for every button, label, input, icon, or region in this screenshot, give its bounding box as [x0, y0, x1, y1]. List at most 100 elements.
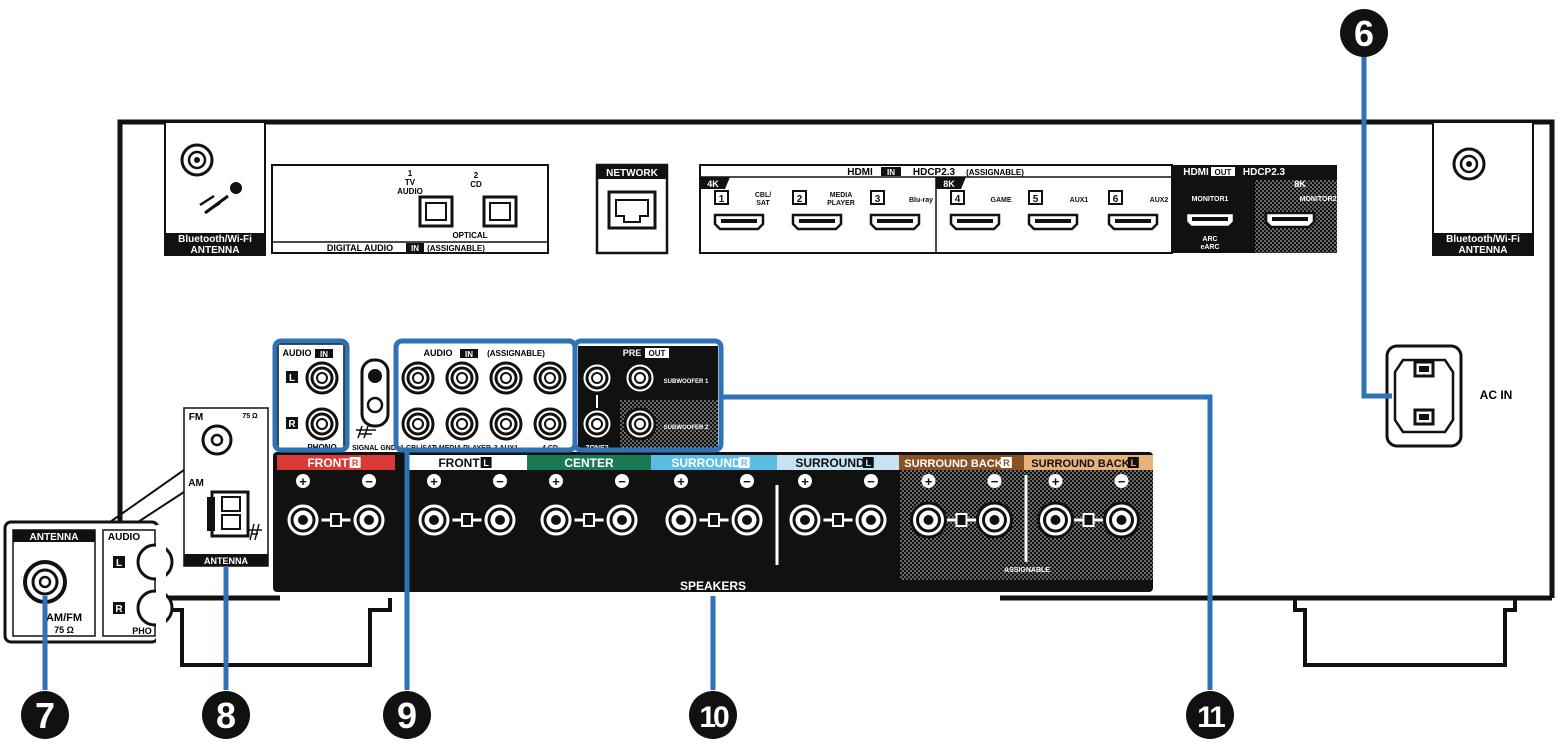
plus-icon: +: [925, 474, 933, 489]
hdmi-in-port-num: 5: [1033, 194, 1039, 205]
hdmi-in-hdcp: HDCP2.3: [913, 167, 956, 178]
speaker-terminal-pair[interactable]: +−: [284, 474, 388, 539]
antenna-arrow-icon: [199, 182, 242, 215]
minus-icon: −: [743, 474, 751, 489]
speaker-section-side: L: [866, 458, 872, 468]
speaker-terminal-pair[interactable]: +−: [415, 474, 519, 539]
hdmi-in-port-label: Blu-ray: [909, 197, 933, 204]
subwoofer-1-jack[interactable]: [623, 361, 657, 395]
speaker-terminal-pair[interactable]: +−: [537, 474, 641, 539]
pre-out-title: PRE: [623, 348, 642, 358]
speaker-section-name: CENTER: [564, 456, 614, 470]
callout-10-num: 10: [699, 701, 729, 734]
network-label: NETWORK: [606, 168, 658, 179]
speaker-terminal-pair[interactable]: +−: [662, 474, 766, 539]
speaker-terminal-pair[interactable]: +−: [1037, 474, 1140, 539]
inset-ohm: 75 Ω: [54, 625, 74, 635]
speaker-section-name: FRONT: [438, 456, 480, 470]
callout-11-num: 11: [1197, 701, 1225, 734]
hdmi-in-port-3[interactable]: 3 Blu-ray: [869, 190, 933, 231]
hdmi-in-port-num: 3: [875, 194, 881, 205]
callout-10: 10: [689, 691, 737, 739]
plus-icon: +: [299, 474, 307, 489]
fm-antenna-jack[interactable]: [201, 424, 233, 456]
callout-6: 6: [1340, 9, 1388, 57]
optical-port-2[interactable]: [482, 195, 518, 228]
phono-in-badge: IN: [320, 350, 328, 359]
bluetooth-antenna-left[interactable]: Bluetooth/Wi-Fi ANTENNA: [164, 121, 266, 256]
phono-r-jack[interactable]: [305, 407, 339, 441]
hdmi-in-section: HDMI IN HDCP2.3 (ASSIGNABLE) 4K 8K: [699, 164, 1173, 254]
right-foot: [1293, 598, 1517, 667]
am-label: AM: [188, 478, 204, 489]
inset-audio-label: AUDIO: [108, 532, 140, 543]
fm-am-antenna: FM 75 Ω AM ANTENNA: [183, 407, 269, 567]
speaker-terminal-pair[interactable]: +−: [910, 474, 1013, 539]
network-port[interactable]: NETWORK: [595, 163, 669, 255]
signal-gnd-terminal[interactable]: SIGNAL GND: [352, 358, 396, 452]
hdmi-out-monitor2: MONITOR2: [1300, 196, 1337, 203]
speaker-section-side: R: [741, 458, 748, 468]
digital-audio-section: 1 TV AUDIO 2 CD OPTICAL DIGITAL AUDIO IN…: [271, 164, 549, 254]
hdmi-out-port-1[interactable]: [1184, 211, 1236, 229]
plus-icon: +: [801, 474, 809, 489]
minus-icon: −: [867, 474, 875, 489]
hdmi-in-port-num: 4: [955, 194, 961, 205]
hdmi-out-earc: eARC: [1200, 244, 1219, 251]
speaker-section-side: R: [1003, 458, 1010, 468]
audio-in-badge: IN: [465, 350, 473, 359]
hdmi-in-port-label: MEDIA: [830, 192, 853, 199]
phono-audio-title: AUDIO: [283, 348, 312, 358]
callout-7-num: 7: [35, 695, 55, 736]
speaker-section-name: SURROUND: [795, 456, 865, 470]
bluetooth-antenna-right[interactable]: Bluetooth/Wi-Fi ANTENNA: [1432, 121, 1534, 256]
minus-icon: −: [365, 474, 373, 489]
subwoofer-1-label: SUBWOOFER 1: [664, 379, 709, 385]
callout-6-num: 6: [1354, 13, 1374, 54]
hdmi-in-port-label: PLAYER: [827, 200, 855, 207]
hdmi-in-port-num: 1: [719, 194, 725, 205]
zone2-r-jack[interactable]: [580, 407, 614, 441]
hdmi-in-port-num: 2: [797, 194, 803, 205]
speaker-terminal-pair[interactable]: +−: [786, 474, 890, 539]
hdmi-out-badge: OUT: [1215, 168, 1232, 177]
bt-antenna-right-label-2: ANTENNA: [1459, 245, 1508, 256]
ac-in-socket[interactable]: AC IN: [1385, 344, 1512, 448]
audio-in-assignable: AUDIO IN (ASSIGNABLE): [424, 348, 546, 359]
optical-port-1[interactable]: [418, 195, 454, 228]
optical-label: OPTICAL: [452, 231, 487, 240]
am-antenna-terminal[interactable]: [207, 490, 250, 538]
inset-antenna-label: ANTENNA: [30, 532, 79, 543]
inset-r: R: [115, 604, 123, 615]
hdmi-in-port-num: 6: [1113, 194, 1119, 205]
digital-audio-title: DIGITAL AUDIO: [327, 243, 393, 253]
speaker-section-side: R: [352, 458, 359, 468]
phono-l-jack[interactable]: [305, 361, 339, 395]
callout-7: 7: [21, 691, 69, 739]
zone2-l-jack[interactable]: [580, 361, 614, 395]
phono-l: L: [289, 373, 295, 384]
minus-icon: −: [618, 474, 626, 489]
hdmi-out-port-2[interactable]: [1264, 211, 1316, 229]
speaker-section-name: SURROUND BACK: [1031, 458, 1129, 470]
hdmi-in-title: HDMI: [847, 167, 873, 178]
hdmi-out-section: HDMI OUT HDCP2.3 8K MONITOR1 MONITOR2 AR…: [1172, 165, 1337, 253]
plus-icon: +: [1052, 474, 1060, 489]
audio-in-assignable-label: (ASSIGNABLE): [487, 349, 545, 358]
optical-2-line1: CD: [470, 180, 482, 189]
minus-icon: −: [1118, 474, 1126, 489]
subwoofer-2-jack[interactable]: [623, 407, 657, 441]
callout-8-num: 8: [216, 695, 236, 736]
phono-input: AUDIO IN L R PHONO: [277, 343, 345, 452]
hdmi-in-4k: 4K: [707, 179, 719, 189]
